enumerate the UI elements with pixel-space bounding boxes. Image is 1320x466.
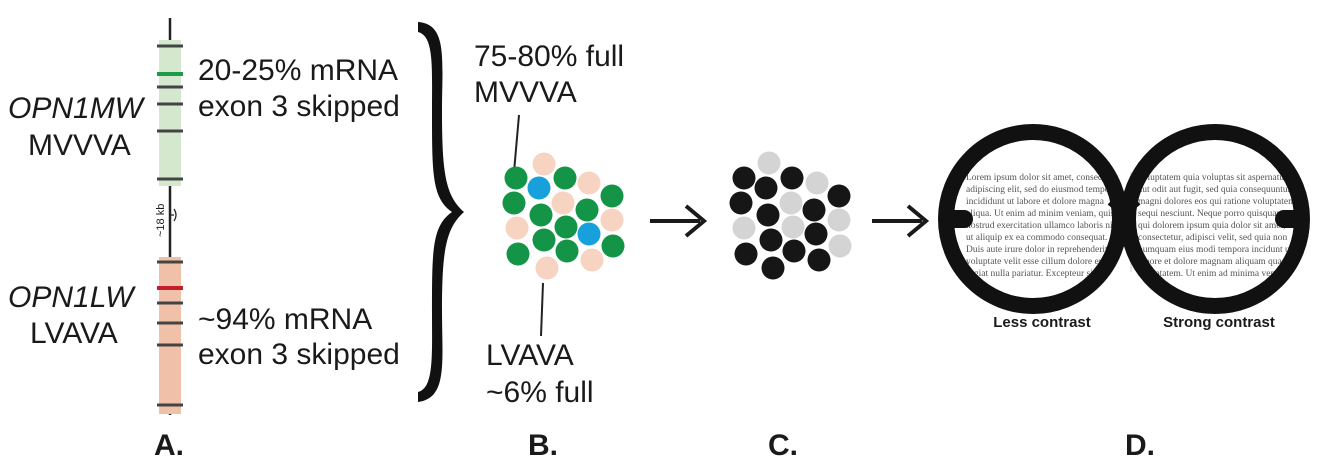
panel-a-label: A. xyxy=(154,429,184,462)
cone-cell xyxy=(807,248,831,272)
panel-b-top-line1: 75-80% full xyxy=(474,40,624,73)
cone-cell xyxy=(577,171,601,195)
cone-cell xyxy=(535,256,559,280)
right-lens-caption: Strong contrast xyxy=(1163,314,1275,331)
text-line: ut aliquip ex ea commodo consequat. xyxy=(966,233,1107,243)
panel-d-label: D. xyxy=(1125,429,1155,462)
bridge xyxy=(1107,195,1141,214)
cone-cell xyxy=(827,208,851,232)
panel-c-label: C. xyxy=(768,429,798,462)
opn1mw-name: OPN1MW xyxy=(8,92,146,125)
text-line: incididunt ut labore et dolore magna xyxy=(966,197,1105,207)
text-line: voluptate velit esse cillum dolore eu xyxy=(966,257,1104,267)
text-line: nostrud exercitation ullamco laboris nis… xyxy=(966,221,1119,231)
cone-mosaic-color xyxy=(502,152,625,280)
cone-cell xyxy=(759,228,783,252)
text-block-right: voluptatem quia voluptas sit aspernatur … xyxy=(1138,173,1299,279)
text-block-left: Lorem ipsum dolor sit amet, consectetur … xyxy=(966,173,1120,279)
panel-d: Lorem ipsum dolor sit amet, consectetur … xyxy=(938,124,1310,462)
cone-cell xyxy=(504,166,528,190)
cone-mosaic-grayscale xyxy=(729,151,852,280)
cone-cell xyxy=(532,228,556,252)
spacer-label: ~18 kb xyxy=(155,204,167,237)
cone-cell xyxy=(577,222,601,246)
cone-cell xyxy=(781,215,805,239)
opn1mw-note-line1: 20-25% mRNA xyxy=(198,54,398,87)
cone-cell xyxy=(601,234,625,258)
text-line: consectetur, adipisci velit, sed quia no… xyxy=(1138,233,1287,243)
cone-cell xyxy=(532,152,556,176)
cone-cell xyxy=(575,198,599,222)
pointer-line-bottom xyxy=(540,282,544,337)
cone-cell xyxy=(554,215,578,239)
text-line: Duis aute irure dolor in reprehenderit i… xyxy=(966,245,1118,255)
text-line: adipiscing elit, sed do eiusmod tempor xyxy=(966,185,1114,195)
cone-cell xyxy=(756,203,780,227)
spacer-bracket xyxy=(171,208,177,222)
cone-cell xyxy=(600,184,624,208)
pointer-line-top xyxy=(513,114,520,173)
panel-b: 75-80% full MVVVA LVAVA ~6% full B. xyxy=(474,40,625,462)
text-line: labore et dolore magnam aliquam quaerat xyxy=(1138,257,1296,267)
cone-cell xyxy=(502,191,526,215)
text-line: aliqua. Ut enim ad minim veniam, quis xyxy=(966,209,1115,219)
cone-cell xyxy=(732,216,756,240)
text-line: magni dolores eos qui ratione voluptatem xyxy=(1138,197,1296,207)
cone-cell xyxy=(782,239,806,263)
cone-cell xyxy=(506,242,530,266)
opn1mw-note-line2: exon 3 skipped xyxy=(198,90,400,123)
text-line: voluptatem quia voluptas sit aspernatur xyxy=(1138,173,1288,183)
cone-cell xyxy=(827,184,851,208)
opn1mw-gene xyxy=(157,40,183,186)
cone-cell xyxy=(555,239,579,263)
text-line: qui dolorem ipsum quia dolor sit amet, xyxy=(1138,221,1286,231)
panel-c: C. xyxy=(729,151,852,462)
cone-cell xyxy=(734,242,758,266)
text-line: voluptatem. Ut enim ad minima veniam, xyxy=(1138,269,1292,279)
cone-cell xyxy=(805,171,829,195)
cone-cell xyxy=(505,216,529,240)
cone-cell xyxy=(828,234,852,258)
cone-cell xyxy=(600,208,624,232)
cone-cell xyxy=(553,166,577,190)
opn1lw-gene-box xyxy=(159,257,181,414)
opn1lw-variant: LVAVA xyxy=(30,317,118,350)
opn1lw-note-line1: ~94% mRNA xyxy=(198,303,372,336)
opn1mw-gene-box xyxy=(159,40,181,186)
text-line: numquam eius modi tempora incidunt ut xyxy=(1138,245,1293,255)
panel-b-bottom-line2: ~6% full xyxy=(486,376,594,409)
cone-cell xyxy=(761,256,785,280)
cone-cell xyxy=(802,198,826,222)
text-line: Lorem ipsum dolor sit amet, consectetur xyxy=(966,173,1120,183)
curly-brace xyxy=(418,22,464,402)
text-line: sequi nesciunt. Neque porro quisquam est… xyxy=(1138,209,1299,219)
panel-a: ~18 kb OPN1MW MVVVA 20-25% mRNA exon 3 s… xyxy=(8,18,400,462)
cone-cell xyxy=(757,151,781,175)
cone-cell xyxy=(551,191,575,215)
cone-cell xyxy=(729,191,753,215)
cone-cell xyxy=(754,176,778,200)
arrow-c-to-d xyxy=(872,204,930,238)
cone-cell xyxy=(580,248,604,272)
intergenic-spacer: ~18 kb xyxy=(155,204,177,237)
cone-cell xyxy=(780,166,804,190)
panel-b-label: B. xyxy=(528,429,558,462)
glasses-icon xyxy=(938,124,1310,314)
opn1lw-note-line2: exon 3 skipped xyxy=(198,338,400,371)
cone-cell xyxy=(779,191,803,215)
text-line: fugiat nulla pariatur. Excepteur sint am… xyxy=(966,268,1117,279)
opn1lw-name: OPN1LW xyxy=(8,281,136,314)
cone-cell xyxy=(804,222,828,246)
cone-cell xyxy=(527,176,551,200)
opn1lw-gene xyxy=(157,257,183,414)
panel-b-top-line2: MVVVA xyxy=(474,76,577,109)
opn1mw-variant: MVVVA xyxy=(28,129,131,162)
left-lens-caption: Less contrast xyxy=(993,314,1091,331)
arrow-b-to-c xyxy=(650,204,708,238)
cone-cell xyxy=(732,166,756,190)
cone-cell xyxy=(529,203,553,227)
text-line: aut odit aut fugit, sed quia consequuntu… xyxy=(1138,184,1292,195)
panel-b-bottom-line1: LVAVA xyxy=(486,339,574,372)
